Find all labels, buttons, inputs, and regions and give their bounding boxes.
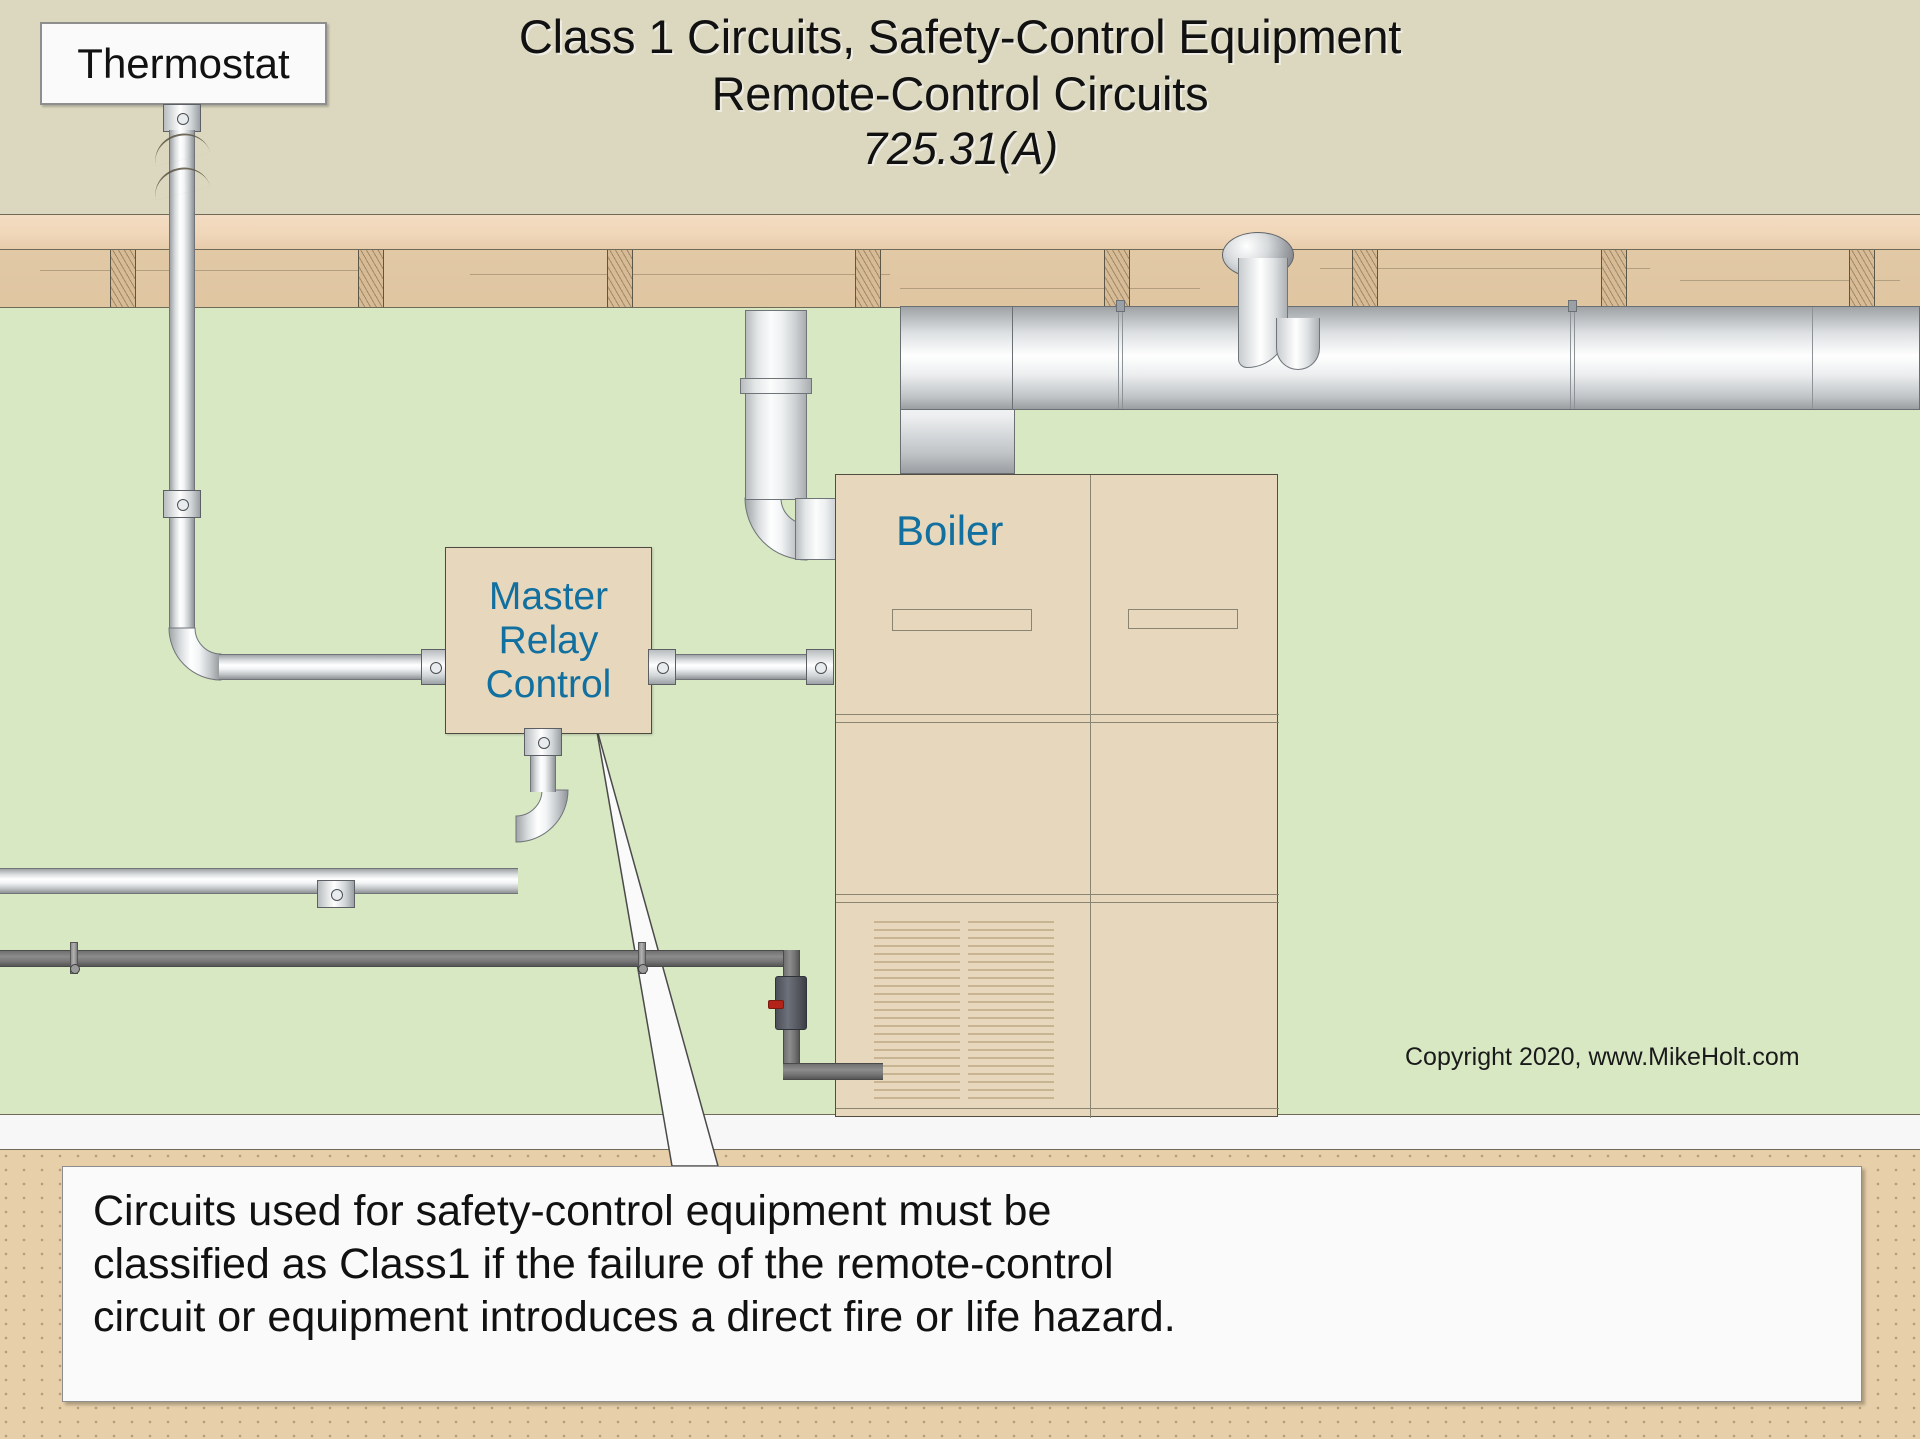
conduit-vertical-thermostat [169,130,195,214]
ceiling-joist [110,250,136,307]
conduit-vertical-relay-bottom [530,756,556,792]
nec-section-reference: 725.31(A) [862,123,1058,174]
ceiling-joist [1104,250,1130,307]
boiler-panel-split [1090,475,1091,1118]
relay-label-line-2: Relay [498,618,599,662]
gas-pipe-horizontal [0,950,800,967]
ceiling-joist [1601,250,1627,307]
conduit-vertical-upper [169,308,195,490]
boiler-louver-grille-left [874,921,960,1099]
conduit-horizontal-to-relay [219,654,435,680]
conduit-connector [163,104,201,132]
relay-label-line-3: Control [485,662,612,706]
gas-pipe-hanger [70,942,80,974]
ceiling-joist [855,250,881,307]
relay-label-line-1: Master [488,574,609,618]
copyright-notice: Copyright 2020, www.MikeHolt.com [1405,1043,1800,1071]
duct-seam [1122,307,1123,409]
conduit-coupling [163,490,201,518]
duct-hanger-strap [1568,300,1577,312]
ceiling-joist [1352,250,1378,307]
gas-valve-handle[interactable] [768,1000,784,1009]
duct-seam [1574,307,1575,409]
duct-hanger-strap [1116,300,1125,312]
boiler-section-line [836,722,1279,723]
caption-line-1: Circuits used for safety-control equipme… [93,1187,1052,1235]
duct-seam [1812,307,1813,409]
title-line-2: Remote-Control Circuits [711,67,1209,120]
vent-spout-tip [1276,318,1320,370]
flue-stack-collar [740,378,812,394]
boiler-section-line [836,894,1279,895]
flue-stack-vertical [745,310,807,500]
boiler-louver-grille-right [968,921,1054,1099]
supply-duct-main-trunk [1012,306,1920,410]
conduit-coupling-lower-run [317,880,355,908]
thermostat-box[interactable]: Thermostat [40,22,327,105]
duct-seam [1118,307,1119,409]
title-line-1: Class 1 Circuits, Safety-Control Equipme… [518,10,1402,63]
conduit-connector-relay-bottom [524,728,562,756]
caption-box: Circuits used for safety-control equipme… [62,1166,1862,1402]
gas-pipe-hanger [638,942,648,974]
floor-joist-band [0,250,1920,308]
ceiling-joist [358,250,384,307]
page-title: Class 1 Circuits, Safety-Control Equipme… [0,8,1920,176]
thermostat-label: Thermostat [77,39,290,87]
boiler-unit[interactable]: Boiler [835,474,1279,1118]
boiler-section-line [836,1108,1279,1109]
conduit-horizontal-relay-to-boiler [676,654,806,680]
boiler-label: Boiler [896,507,1004,554]
boiler-section-line [836,714,1279,715]
conduit-horizontal-lower-run [0,868,518,894]
floor-slab [0,1114,1920,1150]
caption-line-2: classified as Class1 if the failure of t… [93,1240,1114,1288]
ceiling-joist [607,250,633,307]
conduit-vertical-through-joist [169,214,195,308]
gas-pipe-to-boiler [783,1063,883,1080]
conduit-vertical-lower [169,518,195,628]
caption-line-3: circuit or equipment introduces a direct… [93,1293,1176,1341]
ceiling-plate-board [0,214,1920,250]
boiler-vent-slot-left [892,609,1032,631]
conduit-connector-relay-left [421,649,449,685]
conduit-connector-boiler [806,649,834,685]
duct-seam [1570,307,1571,409]
ceiling-joist [1849,250,1875,307]
conduit-connector-relay-right [648,649,676,685]
boiler-vent-slot-right [1128,609,1238,629]
boiler-section-line [836,902,1279,903]
master-relay-control-box[interactable]: Master Relay Control [445,547,652,734]
